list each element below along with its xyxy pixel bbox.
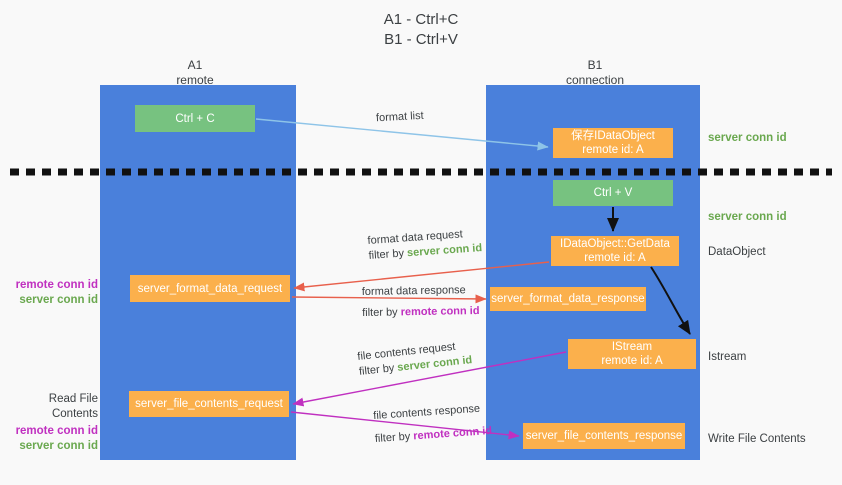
column-a1-name: A1: [187, 58, 203, 72]
box-getdata-line2: remote id: A: [584, 252, 646, 264]
column-a1-role: remote: [176, 73, 214, 87]
box-server-format-data-request[interactable]: server_format_data_request: [130, 275, 290, 302]
column-header-a1: A1 remote: [120, 58, 270, 88]
edge-label-format-data-response-tag: remote conn id: [400, 304, 480, 319]
edge-label-format-data-response-line1: format data response: [361, 284, 466, 299]
column-b1-role: connection: [565, 73, 625, 87]
box-save-idataobject-line2: remote id: A: [582, 144, 644, 156]
box-istream[interactable]: IStream remote id: A: [568, 339, 696, 369]
edge-label-format-data-request-prefix: filter by: [368, 247, 408, 262]
box-save-idataobject[interactable]: 保存IDataObject remote id: A: [553, 128, 673, 158]
box-server-format-data-response-label: server_format_data_response: [491, 293, 645, 305]
box-istream-line1: IStream: [611, 341, 653, 353]
box-save-idataobject-line1: 保存IDataObject: [571, 130, 655, 142]
edge-label-format-data-response: format data response filter by remote co…: [362, 283, 480, 321]
page-title: A1 - Ctrl+C B1 - Ctrl+V: [0, 10, 842, 50]
edge-label-file-contents-request-prefix: filter by: [358, 361, 398, 378]
annotation-server-conn-id-1: server conn id: [19, 294, 98, 306]
annotation-server-conn-id-top: server conn id: [708, 132, 787, 144]
annotation-remote-conn-id-2: remote conn id: [15, 425, 98, 437]
edge-label-format-data-response-prefix: filter by: [362, 306, 401, 320]
box-ctrl-c-label: Ctrl + C: [175, 112, 215, 125]
annotation-write-file-contents: Write File Contents: [708, 433, 806, 445]
box-ctrl-v[interactable]: Ctrl + V: [553, 180, 673, 206]
box-server-format-data-request-label: server_format_data_request: [137, 282, 283, 295]
box-server-file-contents-request[interactable]: server_file_contents_request: [129, 391, 289, 417]
edge-label-file-contents-response: file contents response filter by remote …: [373, 401, 493, 447]
annotation-dataobject: DataObject: [708, 246, 766, 258]
box-server-file-contents-response-label: server_file_contents_response: [525, 430, 683, 442]
box-server-file-contents-request-label: server_file_contents_request: [135, 398, 283, 410]
box-istream-line2: remote id: A: [601, 355, 663, 367]
box-getdata-line1: IDataObject::GetData: [560, 238, 670, 250]
title-line-2: B1 - Ctrl+V: [384, 31, 458, 48]
edge-label-file-contents-response-line1: file contents response: [372, 402, 481, 423]
column-header-b1: B1 connection: [520, 58, 670, 88]
box-ctrl-v-label: Ctrl + V: [593, 187, 633, 199]
edge-label-format-list-text: format list: [375, 109, 424, 125]
edge-label-format-list: format list: [376, 109, 424, 126]
edge-label-file-contents-request: file contents request filter by server c…: [357, 338, 473, 380]
phase-separator-dashed-line: [10, 168, 832, 176]
box-server-file-contents-response[interactable]: server_file_contents_response: [523, 423, 685, 449]
edge-label-file-contents-response-tag: remote conn id: [412, 424, 493, 443]
edge-label-format-data-request-tag: server conn id: [406, 242, 483, 260]
edge-label-format-data-request: format data request filter by server con…: [367, 226, 483, 264]
annotation-istream: Istream: [708, 351, 747, 363]
column-b1-name: B1: [587, 58, 603, 72]
annotation-left-conn-ids-1: remote conn id server conn id: [8, 278, 98, 308]
title-line-1: A1 - Ctrl+C: [383, 11, 459, 28]
annotation-server-conn-id-mid: server conn id: [708, 211, 787, 223]
annotation-remote-conn-id-1: remote conn id: [15, 279, 98, 291]
annotation-read-file-contents: Read File Contents: [48, 393, 98, 420]
annotation-server-conn-id-2: server conn id: [19, 440, 98, 452]
box-idataobject-getdata[interactable]: IDataObject::GetData remote id: A: [551, 236, 679, 266]
edge-label-file-contents-response-prefix: filter by: [374, 430, 414, 446]
annotation-left-conn-ids-2: Read File Contents remote conn id server…: [8, 392, 98, 454]
box-server-format-data-response[interactable]: server_format_data_response: [490, 287, 646, 311]
box-ctrl-c[interactable]: Ctrl + C: [135, 105, 255, 132]
